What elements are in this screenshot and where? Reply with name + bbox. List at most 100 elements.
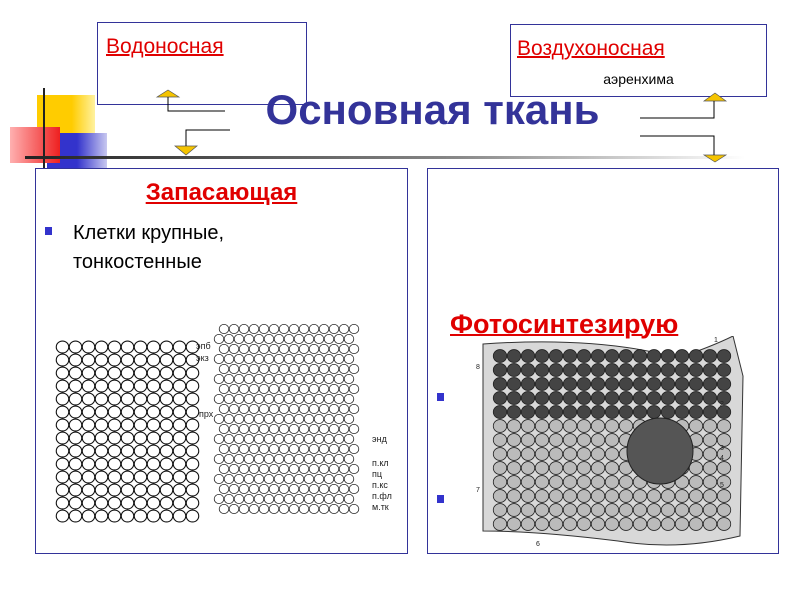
cell-mark <box>248 343 260 354</box>
cell-mark <box>674 349 690 363</box>
cell-mark <box>213 414 225 425</box>
cell-mark <box>133 379 148 393</box>
cell-mark <box>534 517 550 531</box>
cell-mark <box>576 349 592 363</box>
cell-mark <box>348 364 360 375</box>
cell-mark <box>562 363 578 377</box>
cell-mark <box>520 391 536 405</box>
cell-mark <box>278 364 290 375</box>
cell-mark <box>159 444 174 458</box>
cell-mark <box>233 434 245 445</box>
cell-mark <box>253 434 265 445</box>
cell-mark <box>688 377 704 391</box>
photosynthetic-heading: Фотосинтезирую <box>450 309 679 339</box>
cell-mark <box>172 418 187 432</box>
cell-mark <box>338 444 350 455</box>
cell-mark <box>213 473 225 484</box>
cell-mark <box>343 394 355 405</box>
cell-mark <box>604 517 620 531</box>
cell-mark <box>258 424 270 435</box>
cell-mark <box>674 517 690 531</box>
cell-mark <box>702 461 718 475</box>
cell-mark <box>68 470 83 484</box>
cell-mark <box>120 457 135 471</box>
cell-mark <box>298 384 310 395</box>
cell-mark <box>604 447 620 461</box>
cell-mark <box>298 324 310 334</box>
cell-mark <box>590 419 606 433</box>
cell-mark <box>520 433 536 447</box>
cell-mark <box>288 364 300 375</box>
cell-mark <box>81 444 96 458</box>
cell-mark <box>288 404 300 415</box>
cell-mark <box>94 366 109 380</box>
cell-mark <box>303 374 315 385</box>
cell-mark <box>107 457 122 471</box>
cell-mark <box>328 424 340 435</box>
cell-mark <box>273 473 285 484</box>
cell-mark <box>55 483 70 497</box>
cell-mark <box>702 363 718 377</box>
cell-mark <box>238 343 250 354</box>
cell-mark <box>268 483 280 494</box>
cell-mark <box>238 364 250 375</box>
cell-mark <box>303 434 315 445</box>
cell-mark <box>273 354 285 365</box>
cell-mark <box>702 419 718 433</box>
cell-mark <box>313 394 325 405</box>
cell-mark <box>159 496 174 510</box>
cell-mark <box>506 349 522 363</box>
cell-mark <box>133 392 148 406</box>
cell-mark <box>81 496 96 510</box>
cell-mark <box>562 503 578 517</box>
cell-mark <box>223 453 235 464</box>
cell-mark <box>55 392 70 406</box>
cell-mark <box>81 379 96 393</box>
cell-mark <box>318 424 330 435</box>
cell-mark <box>702 447 718 461</box>
cell-mark <box>218 444 230 455</box>
cell-mark <box>258 444 270 455</box>
cell-mark <box>120 340 135 354</box>
cell-mark <box>618 475 634 489</box>
bullet-icon <box>45 227 52 235</box>
cell-mark <box>338 324 350 334</box>
cell-mark <box>185 418 200 432</box>
cell-mark <box>298 343 310 354</box>
cell-mark <box>268 324 280 334</box>
cell-mark <box>618 503 634 517</box>
cell-mark <box>81 418 96 432</box>
cell-mark <box>688 517 704 531</box>
cell-mark <box>562 517 578 531</box>
cell-mark <box>133 340 148 354</box>
cell-mark <box>576 405 592 419</box>
cell-mark <box>520 475 536 489</box>
cell-mark <box>107 509 122 523</box>
cell-mark <box>632 391 648 405</box>
cell-mark <box>646 517 662 531</box>
cell-mark <box>133 496 148 510</box>
cell-mark <box>576 419 592 433</box>
cell-mark <box>68 418 83 432</box>
cell-mark <box>278 463 290 474</box>
cell-mark <box>55 444 70 458</box>
cell-mark <box>534 363 550 377</box>
cell-mark <box>562 391 578 405</box>
cell-mark <box>293 493 305 504</box>
cell-mark <box>288 384 300 395</box>
cell-mark <box>688 419 704 433</box>
cell-mark <box>288 444 300 455</box>
cell-mark <box>185 405 200 419</box>
storage-panel: Запасающая Клетки крупные, тонкостенные … <box>35 168 408 554</box>
cell-mark <box>81 483 96 497</box>
cell-mark <box>492 517 508 531</box>
cell-mark <box>233 333 245 344</box>
cell-mark <box>263 453 275 464</box>
cell-mark <box>146 431 161 445</box>
cell-mark <box>632 489 648 503</box>
cell-mark <box>233 374 245 385</box>
cell-mark <box>674 405 690 419</box>
cell-mark <box>534 391 550 405</box>
cell-mark <box>548 405 564 419</box>
figure-label: 8 <box>476 364 480 371</box>
